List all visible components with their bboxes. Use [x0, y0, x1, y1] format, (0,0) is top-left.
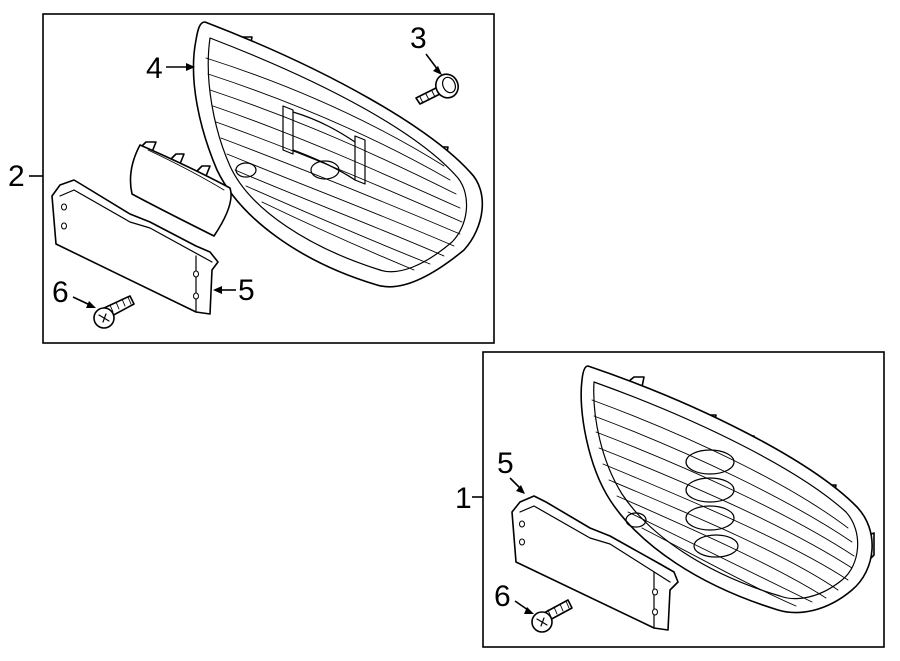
- top-mounting-plate: [51, 179, 219, 315]
- svg-text:5: 5: [238, 274, 255, 307]
- callout-plate-5-bottom: 5: [497, 447, 525, 494]
- callout-clip-3: 3: [410, 22, 442, 75]
- svg-text:4: 4: [146, 52, 163, 85]
- bottom-mounting-plate: [511, 495, 679, 631]
- svg-text:5: 5: [497, 447, 514, 480]
- top-assembly-frame: [42, 13, 495, 344]
- svg-text:6: 6: [52, 276, 69, 309]
- bottom-grille: [580, 365, 875, 614]
- svg-text:1: 1: [455, 482, 472, 515]
- svg-text:6: 6: [494, 580, 511, 613]
- callout-screw-6: 6: [52, 276, 96, 309]
- callout-grille-4: 4: [146, 52, 195, 85]
- svg-text:3: 3: [410, 22, 427, 55]
- callout-assembly-2: 2: [8, 160, 43, 193]
- callout-assembly-1: 1: [455, 482, 483, 515]
- svg-text:2: 2: [8, 160, 25, 193]
- top-screw: [93, 295, 135, 329]
- top-clip: [415, 73, 459, 105]
- callout-plate-5: 5: [213, 274, 255, 307]
- top-grille: [192, 21, 484, 288]
- callout-screw-6-bottom: 6: [494, 580, 534, 614]
- bottom-assembly-frame: [482, 351, 885, 648]
- bottom-screw: [531, 599, 573, 633]
- top-emblem-cover: [129, 141, 232, 237]
